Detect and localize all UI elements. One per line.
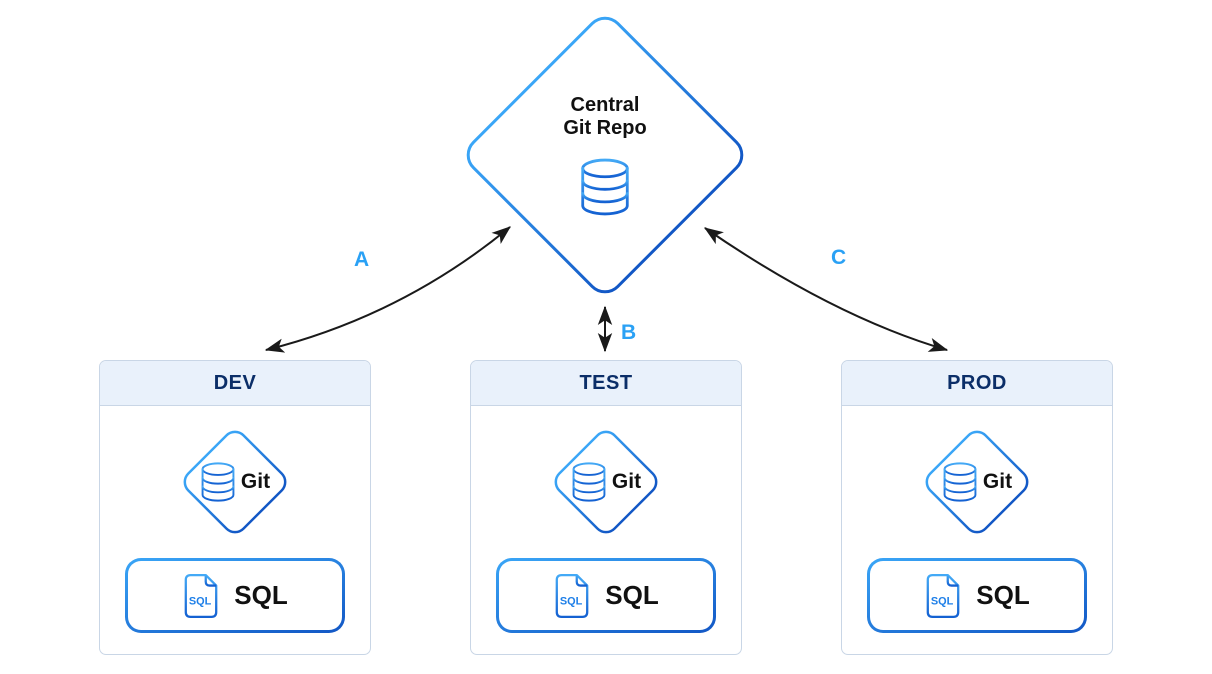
sql-label: SQL [234, 580, 288, 610]
git-label: Git [611, 470, 642, 493]
sql-icon-text: SQL [931, 595, 954, 607]
database-icon [572, 462, 606, 502]
git-label: Git [240, 470, 271, 493]
sql-node-prod: SQL SQL [867, 558, 1087, 633]
central-title-line1: Central [570, 94, 640, 116]
arrow-prod-central [704, 227, 949, 352]
git-node-test: Git [548, 424, 664, 540]
sql-icon-text: SQL [189, 595, 212, 607]
diamond-shape [925, 430, 1029, 534]
database-icon [581, 158, 629, 216]
sql-node-dev: SQL SQL [125, 558, 345, 633]
central-git-repo-node: Central Git Repo [461, 11, 749, 299]
env-header-prod: PROD [842, 361, 1112, 406]
connection-label-c: C [831, 246, 847, 269]
git-node-dev: Git [177, 424, 293, 540]
sql-file-icon: SQL [555, 573, 589, 618]
arrow-dev-central [264, 226, 511, 353]
database-icon [201, 462, 235, 502]
env-title: PROD [947, 371, 1007, 394]
diamond-shape [554, 430, 658, 534]
sql-label: SQL [605, 580, 659, 610]
sql-file-icon: SQL [184, 573, 218, 618]
sql-icon-text: SQL [560, 595, 583, 607]
central-title: Central Git Repo [563, 94, 646, 140]
env-header-dev: DEV [100, 361, 370, 406]
env-box-prod: PROD Git SQL SQL [841, 360, 1113, 655]
env-box-dev: DEV Git SQL SQL [99, 360, 371, 655]
git-label: Git [982, 470, 1013, 493]
env-title: DEV [213, 371, 257, 394]
diamond-shape [183, 430, 287, 534]
central-title-line2: Git Repo [563, 117, 647, 139]
sql-label: SQL [976, 580, 1030, 610]
diamond-shape [466, 16, 744, 294]
env-title: TEST [579, 371, 633, 394]
git-node-prod: Git [919, 424, 1035, 540]
database-icon [943, 462, 977, 502]
connection-label-b: B [621, 321, 637, 344]
sql-node-test: SQL SQL [496, 558, 716, 633]
sql-file-icon: SQL [926, 573, 960, 618]
env-box-test: TEST Git SQL SQL [470, 360, 742, 655]
env-header-test: TEST [471, 361, 741, 406]
connection-label-a: A [354, 248, 370, 271]
